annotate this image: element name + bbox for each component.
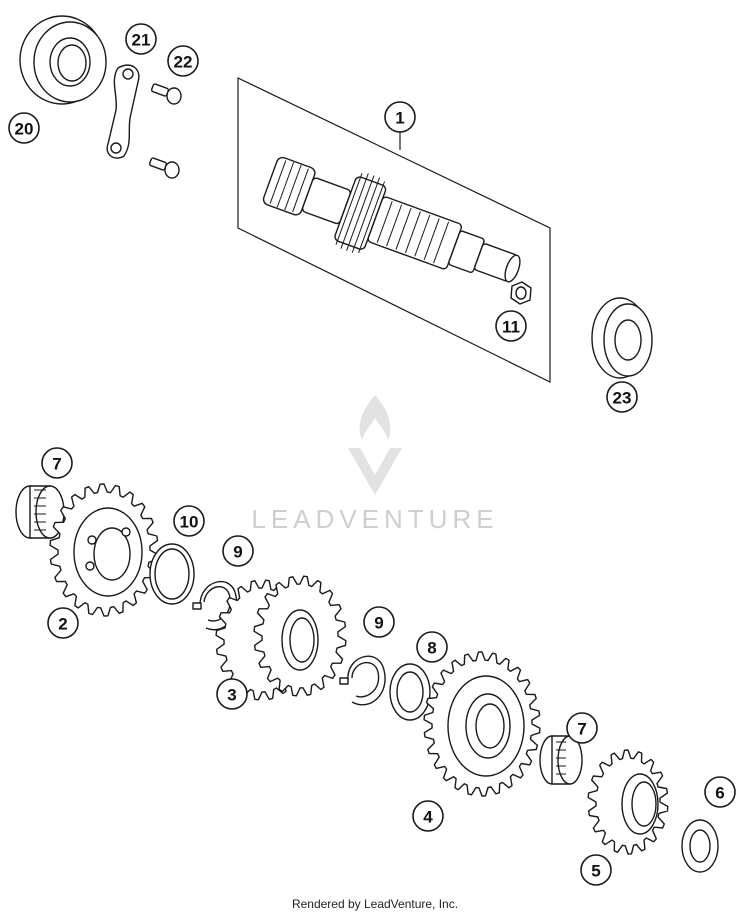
gear-5 <box>587 749 669 855</box>
callout-circle <box>495 310 527 342</box>
callout-circle <box>416 631 448 663</box>
callout-21: 21 <box>125 23 157 55</box>
callout-label: 8 <box>427 639 436 658</box>
callout-6: 6 <box>704 776 736 808</box>
watermark: LEADVENTURE <box>251 395 498 534</box>
gear-4 <box>423 651 541 797</box>
lock-washer <box>389 663 431 721</box>
callout-label: 20 <box>15 120 34 139</box>
thrust-washer <box>149 543 195 605</box>
callout-label: 2 <box>58 615 67 634</box>
callout-label: 1 <box>395 109 404 128</box>
screw-upper <box>150 83 182 105</box>
callout-circle <box>167 45 199 77</box>
callout-5: 5 <box>580 854 612 886</box>
callout-circle <box>173 505 205 537</box>
callout-label: 7 <box>52 455 61 474</box>
callout-label: 23 <box>613 389 632 408</box>
callout-1: 1 <box>384 101 416 133</box>
callout-20: 20 <box>8 112 40 144</box>
retaining-plate <box>106 64 140 159</box>
callout-label: 4 <box>423 808 433 827</box>
callout-4: 4 <box>412 800 444 832</box>
callout-circle <box>47 607 79 639</box>
callout-10: 10 <box>173 505 205 537</box>
callout-circle <box>363 606 395 638</box>
callout-7a: 7 <box>41 447 73 479</box>
gear-3 <box>215 575 347 701</box>
callout-7b: 7 <box>566 712 598 744</box>
callout-2: 2 <box>47 607 79 639</box>
callout-circle <box>41 447 73 479</box>
callout-3: 3 <box>216 678 248 710</box>
callout-label: 3 <box>227 686 236 705</box>
callout-circle <box>580 854 612 886</box>
callout-9a: 9 <box>222 535 254 567</box>
callout-circle <box>222 535 254 567</box>
bearing-large <box>19 15 107 105</box>
callout-label: 11 <box>502 318 520 337</box>
screw-lower <box>148 157 180 179</box>
shaft-nut <box>510 281 532 305</box>
callout-label: 21 <box>132 31 151 50</box>
gear-2 <box>49 483 159 617</box>
circlip-lower <box>339 655 386 706</box>
callout-label: 6 <box>715 784 724 803</box>
callout-22: 22 <box>167 45 199 77</box>
callout-circle <box>384 101 416 133</box>
callout-label: 22 <box>174 53 193 72</box>
transmission-shaft <box>262 156 521 283</box>
callout-9b: 9 <box>363 606 395 638</box>
callout-circle <box>566 712 598 744</box>
callout-circle <box>412 800 444 832</box>
callout-circle <box>606 381 638 413</box>
needle-bearing-right <box>539 735 583 785</box>
callout-label: 9 <box>233 543 242 562</box>
bearing-right <box>591 297 653 379</box>
callout-circle <box>125 23 157 55</box>
washer-6 <box>681 819 719 873</box>
callout-8: 8 <box>416 631 448 663</box>
callout-circle <box>216 678 248 710</box>
callout-label: 5 <box>591 862 600 881</box>
footer-credit: Rendered by LeadVenture, Inc. <box>291 897 459 911</box>
callout-circle <box>704 776 736 808</box>
callout-23: 23 <box>606 381 638 413</box>
watermark-brand-text: LEADVENTURE <box>251 504 498 534</box>
callout-11: 11 <box>495 310 527 342</box>
callout-label: 7 <box>577 720 586 739</box>
callout-label: 10 <box>180 513 199 532</box>
callout-label: 9 <box>374 614 383 633</box>
callout-circle <box>8 112 40 144</box>
flame-v-logo-icon <box>348 395 402 495</box>
shaft-assembly-frame <box>237 77 551 383</box>
